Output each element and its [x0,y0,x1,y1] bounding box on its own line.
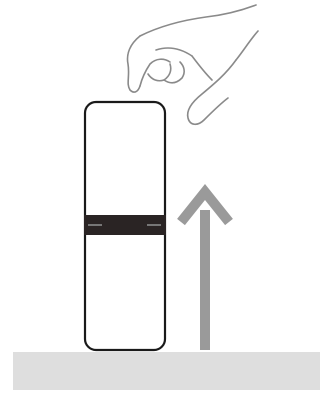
arrow-shaft [200,210,210,350]
surface-icon [13,352,320,390]
hand-palm-crease [192,56,212,80]
hand-palm-edge [128,36,141,92]
hand-back-outline [140,5,256,36]
device-icon [84,102,166,350]
hand-finger-ring [164,62,184,83]
arrow-up-icon [181,192,229,350]
hand-finger-middle [148,64,171,81]
hand-finger-index [140,59,170,86]
hand-knuckle-line [156,48,192,56]
hand-wrist-outline [236,31,258,60]
hand-thumb [188,60,236,124]
